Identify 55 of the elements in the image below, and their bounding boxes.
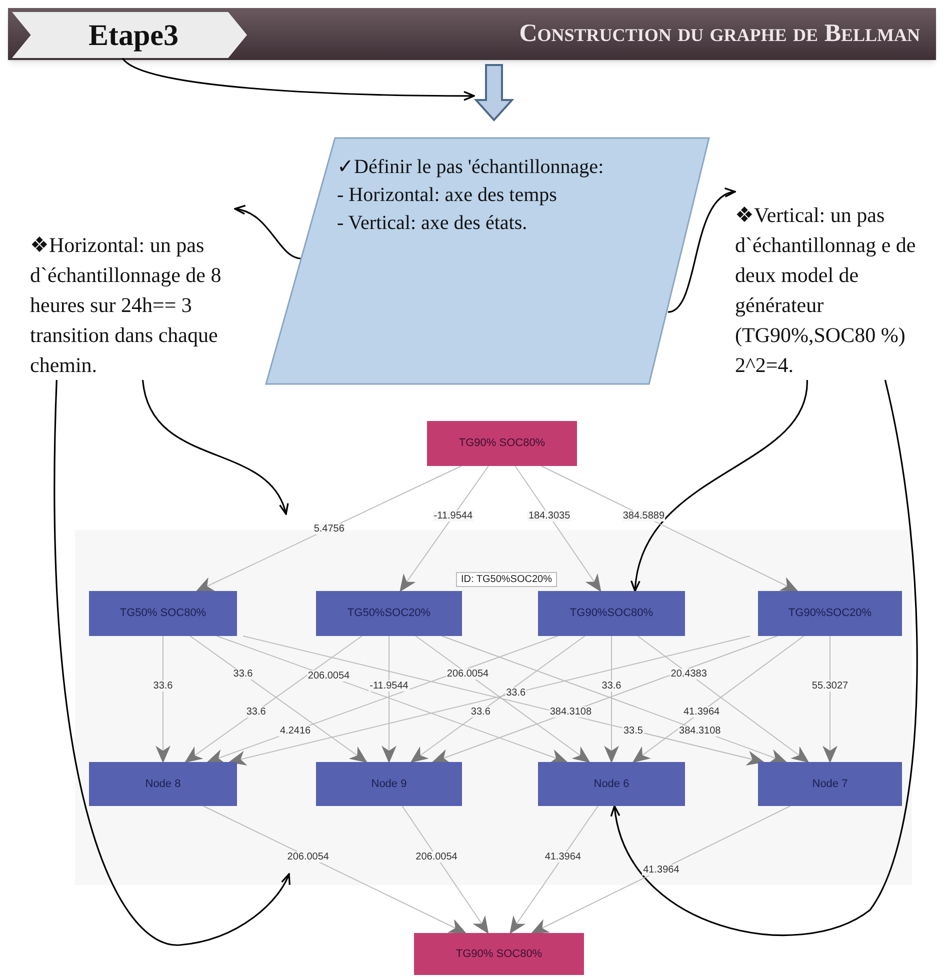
state-box: Node 6 (538, 762, 685, 806)
state-box: Node 7 (758, 762, 902, 806)
edge-label: 33.5 (622, 725, 644, 736)
curved-arrow (142, 380, 288, 515)
edge-label: -11.9544 (432, 510, 474, 522)
arrow (402, 806, 489, 934)
edge-label: 384.3108 (678, 725, 722, 736)
curved-arrow (632, 380, 808, 592)
arrow (604, 636, 619, 764)
state-box: TG90%SOC20% (758, 591, 902, 636)
edge-label: 41.3964 (642, 864, 680, 875)
edge-label: 33.6 (245, 706, 267, 718)
arrow (510, 806, 598, 934)
arrow (530, 806, 791, 934)
edge-label: 184.3035 (527, 510, 572, 522)
curved-arrow (668, 190, 736, 313)
note-text: ❖Vertical: un pas d`échantillonnag e de deux model de générateur (TG90%,SOC80 %) 2^2=4. (735, 166, 930, 380)
parallelogram-box: ✓Définir le pas 'échantillonnage: - Horizontal: axe des temps - Vertical: axe des états. (265, 137, 710, 385)
curved-arrow (234, 206, 302, 260)
arrow (822, 636, 838, 764)
edge-label: 55.3027 (810, 680, 850, 692)
edge-label: 33.6 (232, 668, 254, 680)
end-state-box: TG90% SOC80% (414, 933, 584, 975)
arrow (540, 466, 798, 592)
edge-label: 33.6 (505, 687, 527, 698)
title-text: Construction du graphe de Bellman (519, 19, 920, 50)
start-state-box: TG90% SOC80% (427, 421, 577, 466)
state-box: TG90%SOC80% (538, 591, 685, 636)
edge-label: -11.9544 (368, 680, 410, 692)
curved-arrow (122, 57, 475, 101)
edge-label: 206.0054 (306, 670, 351, 682)
edge-label: 5.4756 (312, 523, 346, 534)
arrow (202, 806, 467, 934)
arrow (382, 636, 396, 764)
arrow (156, 636, 170, 764)
edge-label: 4.2416 (279, 725, 312, 736)
arrow (400, 466, 489, 592)
state-box: Node 9 (316, 762, 462, 806)
curved-arrow (54, 380, 290, 946)
edge-label: 384.5889 (622, 510, 666, 522)
edge-label: 41.3964 (544, 851, 582, 862)
state-box: Node 8 (89, 762, 237, 806)
edge-label: 20.4383 (670, 668, 708, 680)
state-box: TG50% SOC80% (89, 591, 237, 636)
edge-label: 33.6 (152, 680, 174, 692)
curved-arrow (612, 380, 918, 936)
edge-label: 206.0054 (286, 851, 330, 862)
note-text: ❖Horizontal: un pas d`échantillonnage de 8 heures sur 24h== 3 transition dans chaque chemin. (30, 166, 235, 380)
edge-label: 33.6 (600, 680, 622, 692)
step-chevron: Etape3 (12, 12, 247, 58)
block-arrow (474, 64, 514, 122)
tooltip-label: ID: TG50%SOC20% (456, 572, 557, 587)
arrow (514, 466, 602, 592)
state-box: TG50%SOC20% (316, 591, 462, 636)
arrow (196, 466, 462, 592)
